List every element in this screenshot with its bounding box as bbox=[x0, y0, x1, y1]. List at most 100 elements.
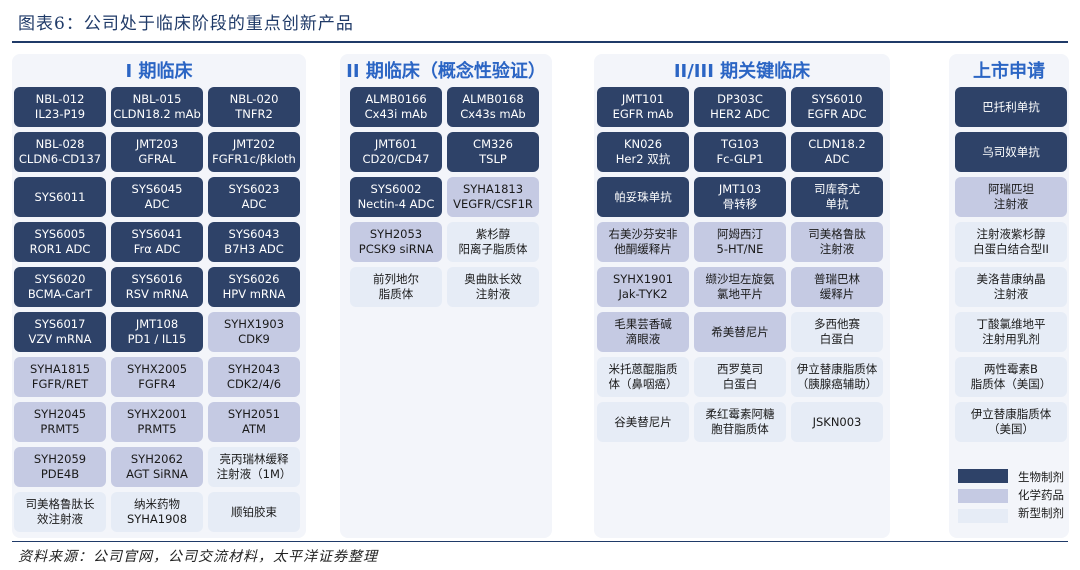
product-card-line: Frα ADC bbox=[133, 242, 181, 256]
product-card-line: SYS6023 bbox=[228, 182, 280, 196]
product-card-line: JMT108 bbox=[135, 317, 179, 331]
product-card: 顺铂胶束 bbox=[208, 492, 300, 532]
product-card-line: SYHX1901 bbox=[612, 272, 674, 286]
product-card-line: 司美格鲁肽长 bbox=[25, 497, 95, 511]
legend-label-chem: 化学药品 bbox=[1018, 488, 1064, 502]
product-card-line: 希美替尼片 bbox=[711, 324, 769, 339]
product-card-line: SYS6010 bbox=[811, 92, 863, 106]
product-card-line: SYHA1908 bbox=[126, 512, 188, 526]
product-card: 司美格鲁肽注射液 bbox=[791, 222, 883, 262]
product-card-line: 多西他赛 bbox=[814, 317, 860, 331]
product-card-line: 帕妥珠单抗 bbox=[614, 189, 672, 204]
product-card-line: 氯地平片 bbox=[717, 287, 763, 301]
product-card-line: 柔红霉素阿糖 bbox=[705, 407, 775, 421]
product-card-line: SYS6045 bbox=[131, 182, 183, 196]
product-card-line: Her2 双抗 bbox=[615, 152, 671, 166]
product-card-line: JMT601 bbox=[374, 137, 418, 151]
figure-title: 图表6：公司处于临床阶段的重点创新产品 bbox=[18, 14, 354, 34]
product-card-line: SYH2051 bbox=[227, 407, 281, 421]
product-card-line: Cx43s mAb bbox=[460, 107, 526, 121]
product-card: 谷美替尼片 bbox=[597, 402, 689, 442]
product-card-line: CLDN6-CD137 bbox=[18, 152, 102, 166]
product-card-line: PRMT5 bbox=[40, 422, 80, 436]
product-card: 希美替尼片 bbox=[694, 312, 786, 352]
product-card-line: DP303C bbox=[717, 92, 763, 106]
product-card: 毛果芸香碱滴眼液 bbox=[597, 312, 689, 352]
product-card-line: SYS6011 bbox=[34, 189, 86, 204]
product-card-line: SYHX2001 bbox=[126, 407, 188, 421]
product-card-line: RSV mRNA bbox=[125, 287, 189, 301]
product-card-line: ATM bbox=[242, 422, 266, 436]
product-card-line: SYH2053 bbox=[369, 227, 423, 241]
product-card-line: SYHX1903 bbox=[223, 317, 285, 331]
product-card-line: ALMB0168 bbox=[462, 92, 524, 106]
product-card-line: 巴托利单抗 bbox=[982, 99, 1040, 114]
product-card: 米托蒽醌脂质体（鼻咽癌） bbox=[597, 357, 689, 397]
source-note: 资料来源：公司官网，公司交流材料，太平洋证券整理 bbox=[18, 549, 378, 565]
product-card-line: 前列地尔 bbox=[373, 272, 419, 286]
product-card-line: JMT203 bbox=[135, 137, 179, 151]
product-card-line: BCMA-CarT bbox=[27, 287, 93, 301]
product-card-line: CDK2/4/6 bbox=[226, 377, 282, 391]
product-card-line: 缓释片 bbox=[819, 287, 855, 301]
product-card-line: 美洛昔康纳晶 bbox=[976, 272, 1046, 286]
product-card-line: JMT202 bbox=[232, 137, 276, 151]
product-card-line: IL23-P19 bbox=[34, 107, 86, 121]
product-card-line: 阿瑞匹坦 bbox=[988, 182, 1034, 196]
product-card-line: FGFR4 bbox=[138, 377, 176, 391]
product-card-line: 伊立替康脂质体 bbox=[796, 362, 878, 376]
product-card-line: ROR1 ADC bbox=[29, 242, 91, 256]
product-card-line: 注射液 bbox=[993, 287, 1029, 301]
product-card: 乌司奴单抗 bbox=[955, 132, 1067, 172]
product-card-line: CDK9 bbox=[238, 332, 270, 346]
product-card: 多西他赛白蛋白 bbox=[791, 312, 883, 352]
product-card-line: SYS6020 bbox=[34, 272, 86, 286]
product-card: 注射液紫杉醇白蛋白结合型II bbox=[955, 222, 1067, 262]
product-card-line: VEGFR/CSF1R bbox=[453, 197, 533, 211]
product-card-line: TSLP bbox=[479, 152, 507, 166]
phase1-heading: I 期临床 bbox=[125, 61, 193, 82]
product-card-line: ADC bbox=[241, 197, 267, 211]
footer-divider bbox=[12, 541, 1068, 542]
product-card: 西罗莫司白蛋白 bbox=[694, 357, 786, 397]
product-card-line: SYS6002 bbox=[370, 182, 422, 196]
product-card: 司库奇尤单抗 bbox=[791, 177, 883, 217]
product-card: 奥曲肽长效注射液 bbox=[447, 267, 539, 307]
legend-label-bio: 生物制剂 bbox=[1018, 470, 1064, 484]
product-card-line: FGFR1c/βkloth bbox=[212, 152, 296, 166]
product-card-line: 纳米药物 bbox=[134, 497, 180, 511]
product-card-line: 阳离子脂质体 bbox=[458, 242, 528, 256]
product-card-line: ADC bbox=[824, 152, 850, 166]
product-card-line: NBL-015 bbox=[132, 92, 182, 106]
product-card: 缬沙坦左旋氨氯地平片 bbox=[694, 267, 786, 307]
product-card-line: 白蛋白 bbox=[819, 332, 855, 346]
product-card-line: HPV mRNA bbox=[222, 287, 286, 301]
product-card-line: AGT SiRNA bbox=[126, 467, 188, 481]
product-card-line: EGFR mAb bbox=[612, 107, 674, 121]
product-card-line: SYS6016 bbox=[131, 272, 183, 286]
product-card: 司美格鲁肽长效注射液 bbox=[14, 492, 106, 532]
product-card-line: PRMT5 bbox=[137, 422, 177, 436]
product-card-line: 毛果芸香碱 bbox=[614, 317, 672, 331]
product-card-line: NBL-028 bbox=[35, 137, 85, 151]
product-card-line: 奥曲肽长效 bbox=[464, 272, 522, 286]
product-card-line: TG103 bbox=[721, 137, 759, 151]
